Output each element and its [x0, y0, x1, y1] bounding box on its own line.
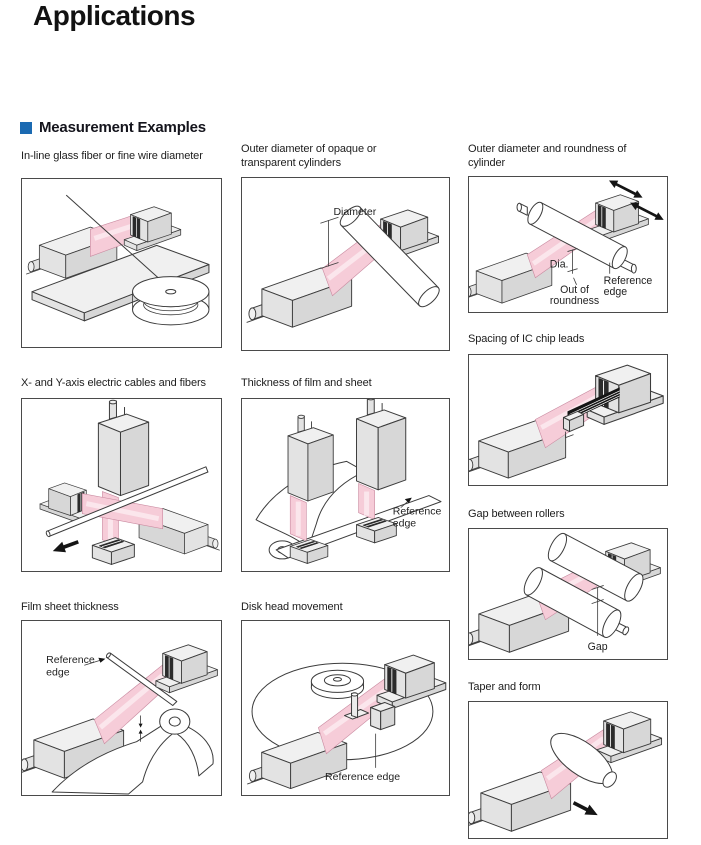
panel-inline-fiber-diameter: In-line glass fiber or fine wire diamete…	[21, 150, 222, 348]
annotation-out-of-roundness: Out of	[560, 284, 589, 296]
horizontal-laser-beam	[82, 493, 164, 530]
page-title: Applications	[33, 0, 196, 31]
laser-beam	[289, 483, 375, 542]
annotation-reference-edge: Reference edge	[325, 771, 400, 783]
panel-figure: Diameter	[241, 177, 450, 351]
taper-form-illustration	[469, 711, 663, 832]
panel-label: Taper and form	[468, 681, 541, 693]
annotation-reference-edge: edge	[46, 666, 70, 678]
panel-label: Spacing of IC chip leads	[468, 333, 585, 345]
cylinder-workpiece	[339, 205, 440, 308]
panel-od-roundness: Outer diameter and roundness of cylinder	[468, 143, 668, 313]
reference-edge-block	[370, 701, 396, 731]
panel-figure: Dia. Out of roundness Reference edge	[468, 176, 668, 313]
panel-figure	[21, 398, 222, 572]
panel-disk-head-movement: Disk head movement	[241, 601, 450, 796]
roller-bottom	[523, 567, 630, 638]
panel-figure: Reference edge	[241, 398, 450, 572]
motion-arrow-icon	[571, 797, 601, 821]
panel-label: In-line glass fiber or fine wire diamete…	[21, 150, 203, 162]
cable-workpiece	[45, 466, 209, 538]
section-bullet-icon	[20, 121, 32, 134]
panel-gap-between-rollers: Gap between rollers	[468, 508, 668, 660]
panel-film-sheet-thickness: Film sheet thickness	[21, 601, 222, 796]
panel-label: X- and Y-axis electric cables and fibers	[21, 377, 206, 389]
roller-workpiece	[516, 201, 637, 274]
diameter-dimension: Diameter	[320, 206, 377, 269]
panel-label: Film sheet thickness	[21, 601, 119, 613]
panel-figure	[468, 354, 668, 486]
spindle-hub	[310, 669, 365, 699]
film-sheet	[176, 725, 214, 777]
leader-arrowhead	[404, 497, 412, 504]
tapered-workpiece	[550, 732, 617, 788]
panel-label: Disk head movement	[241, 601, 343, 613]
panel-label: Outer diameter and roundness of cylinder	[468, 143, 627, 169]
panel-cylinder-od: Outer diameter of opaque or transparent …	[241, 143, 450, 351]
chip-carrier	[562, 410, 585, 439]
annotation-reference-edge: Reference	[46, 654, 95, 666]
panel-figure	[21, 178, 222, 348]
film-roller	[159, 708, 191, 735]
panel-xy-cables: X- and Y-axis electric cables and fibers	[21, 377, 222, 572]
thickness-dimension	[138, 715, 143, 742]
panel-figure	[468, 701, 668, 839]
panel-taper-and-form: Taper and form	[468, 681, 668, 839]
inline-fiber-illustration	[25, 194, 210, 326]
leader-arrowhead	[98, 657, 106, 663]
panel-figure: Reference edge	[21, 620, 222, 796]
panel-figure: Gap	[468, 528, 668, 660]
gap-dimension	[591, 585, 604, 636]
panel-thickness-film-sheet: Thickness of film and sheet	[241, 377, 450, 572]
panel-label: Thickness of film and sheet	[241, 377, 372, 389]
panel-ic-chip-leads: Spacing of IC chip leads	[468, 333, 668, 486]
thickness-film-sheet-illustration: Reference edge	[255, 399, 442, 564]
panel-figure: Reference edge	[241, 620, 450, 796]
roller-top	[547, 532, 644, 602]
panel-label: Outer diameter of opaque or transparent …	[241, 143, 377, 169]
annotation-diameter: Diameter	[333, 206, 376, 218]
section-header-label: Measurement Examples	[39, 119, 206, 136]
annotation-reference-edge: Reference	[604, 275, 653, 287]
cylinder-od-illustration: Diameter	[246, 205, 440, 328]
annotation-reference-edge: edge	[393, 518, 417, 530]
disk-head-illustration: Reference edge	[246, 654, 447, 790]
annotation-reference-edge: edge	[604, 286, 628, 298]
xy-cables-illustration	[39, 399, 221, 565]
annotation-gap: Gap	[588, 641, 608, 653]
annotation-reference-edge: Reference	[393, 506, 442, 518]
motion-arrow-icon	[50, 536, 81, 557]
section-header: Measurement Examples	[20, 119, 206, 136]
annotation-dia: Dia.	[550, 259, 569, 271]
ic-chip-leads-illustration	[469, 364, 664, 479]
disk-head	[343, 692, 370, 720]
leader-line	[573, 277, 577, 285]
wire-spool	[132, 276, 210, 326]
annotation-out-of-roundness: roundness	[550, 295, 599, 307]
panel-label: Gap between rollers	[468, 508, 565, 520]
gap-rollers-illustration: Gap	[469, 532, 661, 653]
film-sheet-thickness-illustration: Reference edge	[22, 644, 218, 795]
od-roundness-illustration: Dia. Out of roundness Reference edge	[469, 177, 666, 307]
dia-dimension: Dia.	[550, 248, 578, 274]
reference-edge-bar	[105, 652, 178, 706]
leader-line	[84, 659, 101, 666]
